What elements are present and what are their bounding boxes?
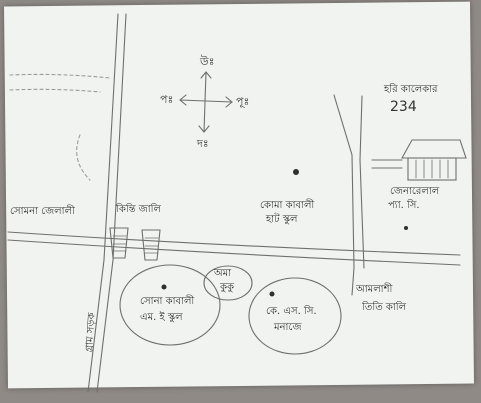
vertical-road-edge xyxy=(87,13,119,393)
small-center-circle xyxy=(203,265,253,301)
compass-label-west: পঃ xyxy=(160,93,174,106)
small-circle-line2: কুকু xyxy=(220,282,234,293)
house-owner-label: জেনারেলাল xyxy=(390,186,440,197)
compass-arrow-w xyxy=(179,94,187,106)
right-road-lower xyxy=(351,267,355,296)
compass-label-south: দঃ xyxy=(197,137,209,150)
gate-right xyxy=(141,229,161,261)
right-bank-circle xyxy=(248,277,342,355)
left-circle-line2: এম. ই স্কুল xyxy=(140,312,183,323)
small-circle-line1: অমা xyxy=(214,268,232,279)
house-number: 234 xyxy=(390,99,417,115)
school-dot xyxy=(293,169,299,175)
horizontal-road-edge xyxy=(7,231,461,256)
gate-left-hatch xyxy=(112,235,127,252)
compass-arrow-s xyxy=(198,125,210,133)
bottom-right-line1: আমলাশী xyxy=(356,284,393,295)
right-road-branch xyxy=(359,95,365,269)
field-dashed-curve xyxy=(76,134,91,181)
horizontal-road-edge xyxy=(7,239,461,266)
compass-arrow-n xyxy=(200,71,212,79)
left-circle-dot xyxy=(161,284,167,290)
house-hatch xyxy=(415,159,449,179)
left-circle-line1: সোনা কাবালী xyxy=(140,296,195,307)
house-label: হরি কালেকার xyxy=(384,84,438,95)
left-school-circle xyxy=(119,264,221,346)
gate-right-hatch xyxy=(144,237,159,254)
compass-arrow-e xyxy=(225,96,233,108)
compass-ew-line xyxy=(179,99,233,103)
house-fence xyxy=(371,159,403,169)
bottom-right-line2: তিতি কালি xyxy=(362,302,407,313)
vertical-road-edge xyxy=(96,13,127,393)
house-owner-abbr: প্যা. সি. xyxy=(388,200,420,211)
house-dot xyxy=(404,226,408,230)
left-road-label: সোমনা জেলালী xyxy=(10,206,75,217)
house-roof xyxy=(401,139,467,159)
gate-left xyxy=(109,227,129,259)
center-school-line1: কোমা কাবালী xyxy=(260,200,315,211)
right-circle-line1: কে. এস. সি. xyxy=(266,306,317,317)
center-school-line2: হাট স্কুল xyxy=(266,214,298,225)
right-circle-line2: মনাজে xyxy=(274,322,302,333)
compass-label-east: পূঃ xyxy=(236,95,250,108)
compass-ns-line xyxy=(203,71,207,133)
field-dashed-line xyxy=(9,88,101,93)
right-road-branch xyxy=(333,94,355,269)
center-top-label: কিন্তি জালি xyxy=(116,204,161,215)
right-circle-dot xyxy=(269,291,275,297)
compass-label-north: উঃ xyxy=(200,55,215,68)
house-body xyxy=(407,157,457,181)
field-dashed-line xyxy=(9,73,111,79)
